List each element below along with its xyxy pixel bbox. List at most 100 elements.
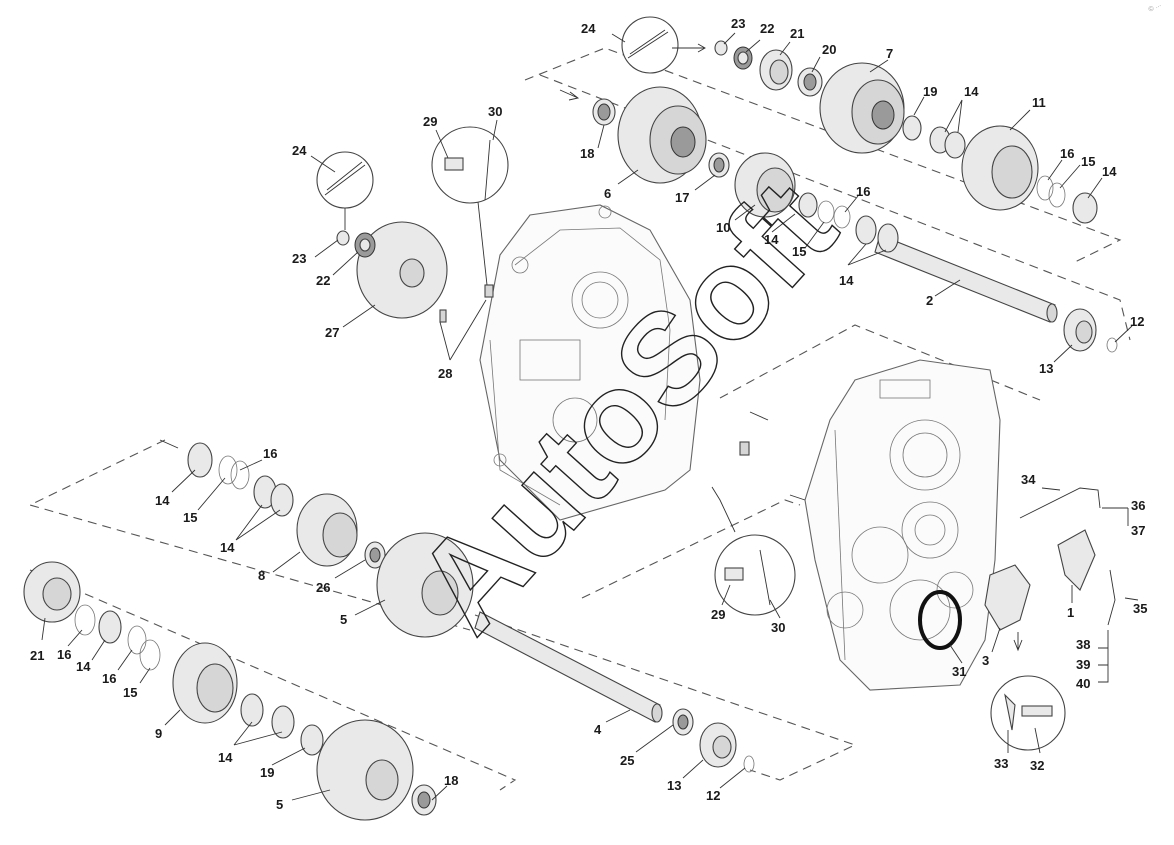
ring-set-left-lower — [74, 604, 161, 671]
label-2: 2 — [926, 293, 933, 308]
part-labels: 24 23 22 21 20 7 19 14 11 18 6 17 16 15 … — [30, 16, 1147, 812]
label-19-lower: 19 — [260, 765, 274, 780]
label-37: 37 — [1131, 523, 1145, 538]
ring-set-upper — [902, 115, 966, 159]
label-9: 9 — [155, 726, 162, 741]
tube-34 — [1019, 487, 1101, 519]
label-21-left: 21 — [30, 648, 44, 663]
label-15-left-upper: 15 — [183, 510, 197, 525]
gear-10 — [734, 152, 796, 218]
label-12-lower: 12 — [706, 788, 720, 803]
bearing-13-upper — [1063, 308, 1118, 353]
assembly-path-cover — [581, 499, 801, 599]
label-5-upper: 5 — [340, 612, 347, 627]
label-14-left-middle: 14 — [220, 540, 235, 555]
bolt-washer-callout-29-30-upper — [431, 126, 509, 204]
label-14-left-lower: 14 — [76, 659, 91, 674]
assembly-path-left-lower — [29, 569, 517, 791]
label-22-upper: 22 — [760, 21, 774, 36]
bushing-17 — [708, 152, 730, 178]
label-17: 17 — [675, 190, 689, 205]
label-24-upper: 24 — [581, 21, 596, 36]
label-16-left-upper: 16 — [263, 446, 277, 461]
top-small-parts — [714, 40, 823, 97]
seal-31 — [918, 590, 962, 650]
label-15-upper: 15 — [1081, 154, 1095, 169]
front-housing — [804, 359, 1001, 691]
label-3: 3 — [982, 653, 989, 668]
label-6: 6 — [604, 186, 611, 201]
label-14-middle: 14 — [764, 232, 779, 247]
label-31: 31 — [952, 664, 966, 679]
label-36: 36 — [1131, 498, 1145, 513]
clutch-drum-5-upper — [376, 532, 474, 638]
label-32: 32 — [1030, 758, 1044, 773]
label-1: 1 — [1067, 605, 1074, 620]
label-33: 33 — [994, 756, 1008, 771]
bearing-13-lower — [672, 708, 755, 773]
label-24-left: 24 — [292, 143, 307, 158]
valve-1 — [1057, 529, 1096, 591]
bolt-washer-callout-29-30-lower — [714, 534, 796, 616]
gear-11 — [961, 125, 1039, 211]
label-18-upper: 18 — [580, 146, 594, 161]
label-29-lower: 29 — [711, 607, 725, 622]
bearing-ring-18-upper — [592, 98, 616, 126]
label-18-lower: 18 — [444, 773, 458, 788]
label-16-middle: 16 — [856, 184, 870, 199]
leader-lines — [41, 32, 1139, 801]
label-16-left-lower-a: 16 — [57, 647, 71, 662]
label-10: 10 — [716, 220, 730, 235]
bushing-26 — [364, 541, 386, 569]
ring-set-bottom — [240, 693, 324, 756]
label-13-lower: 13 — [667, 778, 681, 793]
assembly-path-left-upper — [28, 439, 471, 631]
cotter-pin-callout-24-left — [316, 151, 374, 209]
clips-28 — [439, 284, 494, 323]
label-19-upper: 19 — [923, 84, 937, 99]
label-14-lower-right: 14 — [839, 273, 854, 288]
label-12-upper: 12 — [1130, 314, 1144, 329]
ring-set-right — [1036, 175, 1098, 224]
gear-9 — [172, 642, 238, 724]
clutch-drum-6 — [617, 86, 707, 184]
label-15-middle: 15 — [792, 244, 806, 259]
label-8: 8 — [258, 568, 265, 583]
label-16-upper: 16 — [1060, 146, 1074, 161]
assembly-path-upper-shaft-lower — [539, 74, 1131, 341]
label-13-upper: 13 — [1039, 361, 1053, 376]
clip-plate-small — [739, 441, 750, 456]
shaft-4 — [474, 611, 663, 723]
label-28: 28 — [438, 366, 452, 381]
label-21-upper: 21 — [790, 26, 804, 41]
label-23-left: 23 — [292, 251, 306, 266]
label-11: 11 — [1032, 95, 1046, 110]
bearing-21-left — [23, 561, 81, 623]
label-7: 7 — [886, 46, 893, 61]
label-4: 4 — [594, 722, 602, 737]
assembly-path-lower-shaft — [474, 614, 857, 781]
label-14-left-upper: 14 — [155, 493, 170, 508]
sensor-35 — [1107, 569, 1116, 626]
label-16-left-lower-b: 16 — [102, 671, 116, 686]
arrows — [159, 43, 1023, 652]
label-29-upper: 29 — [423, 114, 437, 129]
cover-3 — [984, 564, 1031, 631]
label-27: 27 — [325, 325, 339, 340]
label-34: 34 — [1021, 472, 1036, 487]
label-25: 25 — [620, 753, 634, 768]
label-35: 35 — [1133, 601, 1147, 616]
label-14-upper-b: 14 — [1102, 164, 1117, 179]
label-30-upper: 30 — [488, 104, 502, 119]
label-14-upper-a: 14 — [964, 84, 979, 99]
label-20: 20 — [822, 42, 836, 57]
clutch-drum-7 — [819, 62, 905, 154]
label-23-upper: 23 — [731, 16, 745, 31]
label-39: 39 — [1076, 657, 1090, 672]
washer-nut-22-23-left — [336, 230, 376, 258]
label-15-left-lower: 15 — [123, 685, 137, 700]
bolt-plate-callout-32-33 — [990, 675, 1066, 751]
corner-mark: © ... — [1147, 0, 1162, 13]
